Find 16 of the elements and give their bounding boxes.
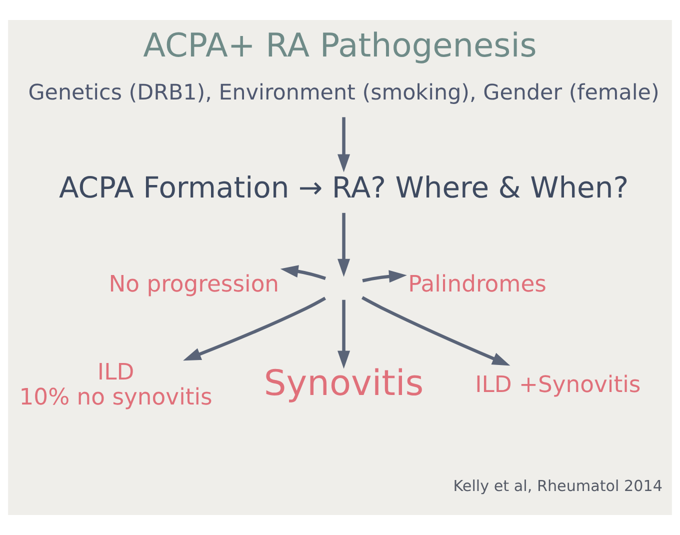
arrow (362, 270, 407, 283)
diagram-title: ACPA+ RA Pathogenesis (143, 26, 537, 64)
node-text: Genetics (DRB1), Environment (smoking), Gender (female) (28, 80, 660, 106)
arrow (338, 117, 350, 172)
node-text: No progression (108, 271, 280, 298)
node-text: Synovitis (264, 363, 424, 404)
node-text: ILD +Synovitis (475, 372, 641, 398)
arrow (280, 265, 326, 280)
node-text: Palindromes (408, 271, 546, 298)
arrow (183, 296, 326, 361)
label: Kelly et al, Rheumatol 2014 (453, 477, 663, 496)
arrow (338, 212, 350, 277)
arrow (338, 300, 350, 369)
node-text: ILD 10% no synovitis (19, 359, 212, 411)
node-text: ACPA Formation → RA? Where & When? (58, 170, 629, 204)
arrow (361, 296, 510, 366)
